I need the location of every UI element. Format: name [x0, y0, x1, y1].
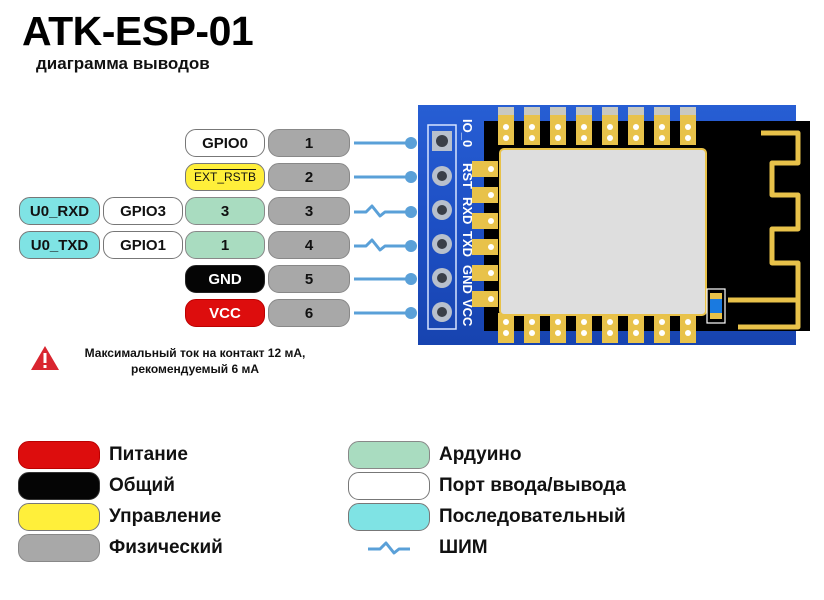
- arduino-pin-label: 3: [185, 197, 265, 225]
- ground-label: GND: [185, 265, 265, 293]
- board-label-rxd: RXD: [460, 197, 475, 224]
- current-warning: Максимальный ток на контакт 12 мА, реком…: [30, 345, 305, 376]
- physical-pin-label: 6: [268, 299, 350, 327]
- legend-swatch: [18, 472, 100, 500]
- legend-label: Общий: [109, 475, 175, 496]
- legend-label: Управление: [109, 506, 222, 527]
- board-label-rst: RST: [460, 163, 475, 189]
- connector-line: [354, 307, 417, 319]
- legend-label: Питание: [109, 444, 188, 465]
- esp01-board-image: IO_0 RST RXD TXD GND VCC: [418, 105, 810, 345]
- control-label: EXT_RSTB: [185, 163, 265, 191]
- legend-label: Порт ввода/вывода: [439, 475, 626, 496]
- physical-pin-label: 2: [268, 163, 350, 191]
- gpio-label: GPIO0: [185, 129, 265, 157]
- legend-item-gpio: Порт ввода/вывода: [348, 472, 626, 500]
- legend-item-control: Управление: [18, 503, 221, 531]
- warning-line-1: Максимальный ток на контакт 12 мА,: [84, 346, 306, 360]
- legend-item-serial: Последовательный: [348, 503, 626, 531]
- legend-swatch: [18, 534, 100, 562]
- gpio-label: GPIO3: [103, 197, 183, 225]
- pwm-wave-icon: [348, 534, 430, 562]
- legend-label: Физический: [109, 537, 223, 558]
- legend-label: ШИМ: [439, 537, 488, 558]
- pcb-antenna: [728, 130, 801, 330]
- ext-rstb-text: EXT_RSTB: [193, 170, 256, 184]
- bottom-pads: [498, 313, 696, 343]
- legend-swatch: [348, 441, 430, 469]
- legend-swatch: [18, 441, 100, 469]
- legend-label: Последовательный: [439, 506, 626, 527]
- serial-label: U0_TXD: [19, 231, 100, 259]
- legend-item-arduino: Ардуино: [348, 441, 521, 469]
- physical-pin-label: 4: [268, 231, 350, 259]
- board-label-vcc: VCC: [460, 299, 475, 327]
- legend-swatch: [348, 503, 430, 531]
- rf-shield: [499, 148, 707, 316]
- serial-label: U0_RXD: [19, 197, 100, 225]
- physical-pin-label: 5: [268, 265, 350, 293]
- board-label-io0: IO_0: [460, 119, 475, 147]
- page-subtitle: диаграмма выводов: [36, 54, 210, 73]
- warning-line-2: рекомендуемый 6 мА: [130, 362, 259, 376]
- power-label: VCC: [185, 299, 265, 327]
- connector-line: [354, 273, 417, 285]
- legend-label: Ардуино: [439, 444, 522, 465]
- header-pins: [432, 131, 452, 322]
- arduino-pin-label: 1: [185, 231, 265, 259]
- connector-line: [354, 171, 417, 183]
- side-pads: [472, 161, 498, 307]
- connector-line: [354, 137, 417, 149]
- board-label-gnd: GND: [460, 265, 475, 294]
- physical-pin-label: 3: [268, 197, 350, 225]
- board-label-txd: TXD: [460, 231, 475, 257]
- warning-triangle-icon: [31, 346, 59, 370]
- legend-item-power: Питание: [18, 441, 188, 469]
- page-title: ATK-ESP-01: [22, 8, 254, 54]
- legend-item-ground: Общий: [18, 472, 175, 500]
- legend-item-physical: Физический: [18, 534, 223, 562]
- gpio-label: GPIO1: [103, 231, 183, 259]
- smd-component: [710, 299, 722, 313]
- legend-item-pwm: ШИМ: [348, 534, 488, 562]
- pwm-connector-line: [354, 204, 417, 218]
- pwm-connector-line: [354, 238, 417, 252]
- legend-swatch: [348, 472, 430, 500]
- legend-swatch: [18, 503, 100, 531]
- physical-pin-label: 1: [268, 129, 350, 157]
